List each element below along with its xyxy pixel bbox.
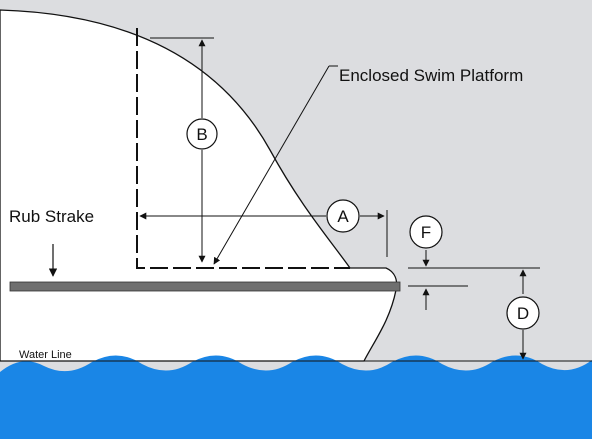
svg-text:D: D <box>517 304 529 323</box>
label-water-line: Water Line <box>19 349 72 361</box>
marker-b: B <box>186 118 218 150</box>
label-enclosed-swim-platform: Enclosed Swim Platform <box>339 66 523 85</box>
svg-text:B: B <box>196 125 207 144</box>
marker-f: F <box>409 215 443 249</box>
hull-shape <box>0 9 398 362</box>
rub-strake-bar <box>9 281 401 292</box>
marker-d: D <box>506 296 540 330</box>
svg-text:A: A <box>337 207 349 226</box>
water-body <box>0 355 592 439</box>
marker-a: A <box>326 199 360 233</box>
enclosed-platform-outline <box>136 28 350 269</box>
svg-text:F: F <box>421 223 431 242</box>
platform-leader-line <box>213 65 330 265</box>
label-rub-strake: Rub Strake <box>9 207 94 226</box>
